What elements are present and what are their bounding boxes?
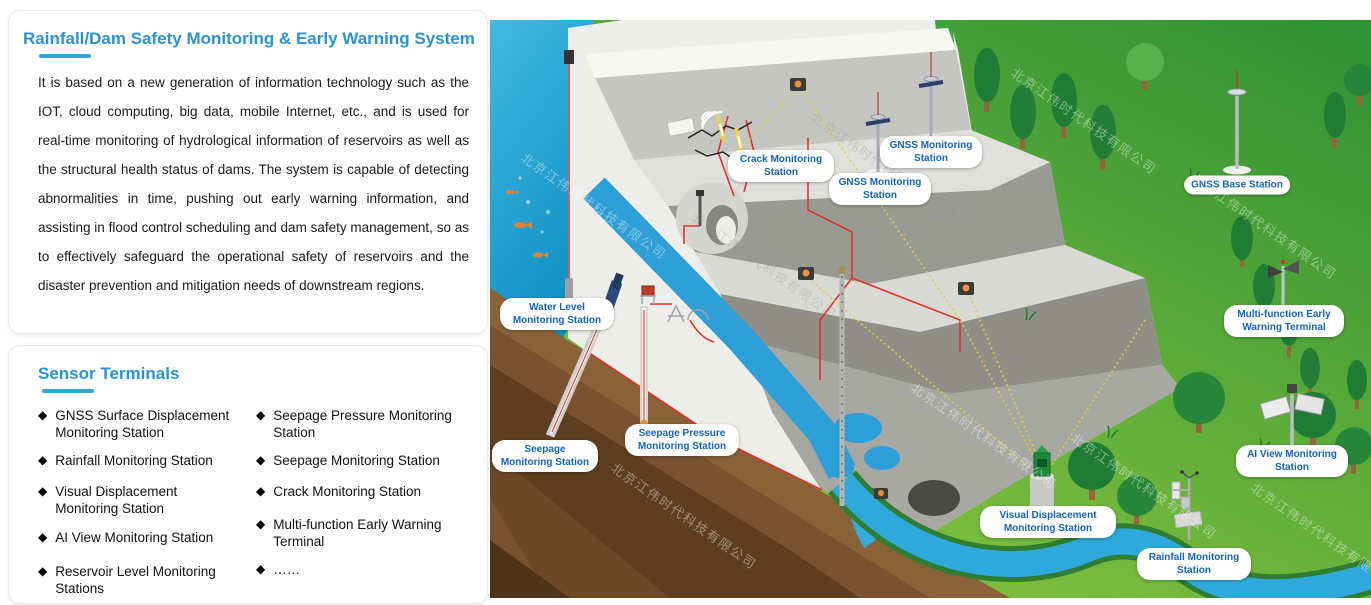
outlet-tunnel (908, 480, 960, 516)
diamond-bullet-icon: ◆ (256, 562, 266, 576)
sensor-list-item: ◆ Crack Monitoring Station (256, 483, 468, 500)
sensor-list-item: ◆ Seepage Monitoring Station (256, 452, 468, 469)
label-crack-monitoring-station: Crack Monitoring Station (728, 150, 834, 182)
diamond-bullet-icon: ◆ (256, 408, 266, 422)
sensor-item-label: Seepage Pressure Monitoring Station (273, 408, 452, 440)
river (828, 470, 1371, 598)
sensor-title-underline (42, 389, 94, 393)
intro-paragraph: It is based on a new generation of infor… (38, 75, 469, 293)
sensor-item-label: Seepage Monitoring Station (273, 453, 440, 468)
sensor-list-item: ◆ Visual Displacement Monitoring Station (38, 483, 256, 517)
sensor-item-label: Crack Monitoring Station (273, 484, 422, 499)
sensor-list-item: ◆ Reservoir Level Monitoring Stations (38, 563, 256, 597)
step-front-1 (668, 162, 1065, 284)
sensor-terminals-card: Sensor Terminals ◆ GNSS Surface Displacem… (8, 345, 488, 604)
sensor-item-label: Reservoir Level Monitoring Stations (55, 564, 216, 596)
sensor-item-label: AI View Monitoring Station (55, 530, 214, 545)
measuring-rod-figure (838, 266, 846, 506)
sensor-list: ◆ GNSS Surface Displacement Monitoring St… (38, 407, 479, 605)
earth-foundation (490, 288, 1010, 598)
sensor-list-item: ◆ …… (256, 561, 468, 578)
camera-icon (798, 267, 814, 280)
sensor-list-item: ◆ Rainfall Monitoring Station (38, 452, 256, 469)
wireless-transmitter-icon (666, 111, 723, 137)
gallery-sensor-figure (696, 190, 704, 226)
info-card: Rainfall/Dam Safety Monitoring & Early W… (8, 10, 488, 334)
sensor-item-label: Multi-function Early Warning Terminal (273, 517, 442, 549)
diamond-bullet-icon: ◆ (38, 408, 48, 422)
label-gnss-base-station: GNSS Base Station (1184, 175, 1290, 195)
bubbles (518, 176, 550, 234)
camera-icon (790, 78, 806, 91)
dam-parapet (585, 28, 956, 78)
diamond-bullet-icon: ◆ (256, 517, 266, 531)
water-level-station-figure (564, 50, 574, 304)
diamond-bullet-icon: ◆ (38, 564, 48, 578)
sensor-list-right-column: ◆ Seepage Pressure Monitoring Station ◆ Se… (256, 407, 468, 605)
dam-illustration: 北京江伟时代科技有限公司 北京江伟时代科技有限公司 北京江伟时代科技有限公司 北… (490, 20, 1371, 598)
diamond-bullet-icon: ◆ (38, 530, 48, 544)
sensor-list-item: ◆ Seepage Pressure Monitoring Station (256, 407, 468, 441)
rainfall-station-figure (1171, 470, 1203, 540)
step-front-2 (720, 278, 1162, 394)
gnss-base-station-figure (1223, 70, 1251, 175)
trees (974, 43, 1371, 524)
spillway-water (583, 177, 856, 479)
camera-icon (874, 488, 888, 499)
dam-illustration-svg: 北京江伟时代科技有限公司 北京江伟时代科技有限公司 北京江伟时代科技有限公司 北… (490, 20, 1371, 598)
seepage-instruments-figure (640, 285, 709, 323)
label-rainfall-monitoring-station: Rainfall Monitoring Station (1137, 548, 1251, 580)
diamond-bullet-icon: ◆ (38, 484, 48, 498)
diamond-bullet-icon: ◆ (256, 484, 266, 498)
step-top-2 (695, 245, 1145, 332)
sensor-item-label: GNSS Surface Displacement Monitoring Sta… (55, 408, 230, 440)
label-seepage-monitoring-station: Seepage Monitoring Station (492, 440, 598, 472)
label-seepage-pressure-monitoring-station: Seepage Pressure Monitoring Station (625, 424, 739, 456)
page-title: Rainfall/Dam Safety Monitoring & Early W… (23, 29, 475, 48)
label-ai-view-monitoring-station: AI View Monitoring Station (1236, 445, 1348, 477)
title-underline (39, 54, 91, 58)
label-gnss-monitoring-station: GNSS Monitoring Station (880, 136, 982, 168)
sensor-list-item: ◆ Multi-function Early Warning Terminal (256, 516, 468, 550)
sensor-terminals-title: Sensor Terminals (38, 364, 180, 383)
label-visual-displacement-monitoring-station: Visual Displacement Monitoring Station (980, 506, 1116, 538)
label-multi-function-early-warning-terminal: Multi-function Early Warning Terminal (1224, 305, 1344, 337)
sensor-list-item: ◆ AI View Monitoring Station (38, 529, 256, 546)
fish-icon (506, 190, 548, 258)
seepage-pressure-borehole-figure (640, 306, 648, 435)
sensor-item-label: Rainfall Monitoring Station (55, 453, 213, 468)
sensor-item-label: …… (273, 562, 301, 577)
label-gnss-monitoring-station: GNSS Monitoring Station (829, 173, 931, 205)
camera-icon (958, 282, 974, 295)
tree-icon (974, 43, 1371, 524)
sight-lines (741, 89, 1146, 473)
sensor-list-item: ◆ GNSS Surface Displacement Monitoring St… (38, 407, 256, 441)
sensor-item-label: Visual Displacement Monitoring Station (55, 484, 178, 516)
crack-monitoring-figure (687, 115, 753, 161)
diamond-bullet-icon: ◆ (38, 453, 48, 467)
label-water-level-monitoring-station: Water Level Monitoring Station (500, 298, 614, 330)
diamond-bullet-icon: ◆ (256, 453, 266, 467)
sensor-list-left-column: ◆ GNSS Surface Displacement Monitoring St… (38, 407, 256, 605)
